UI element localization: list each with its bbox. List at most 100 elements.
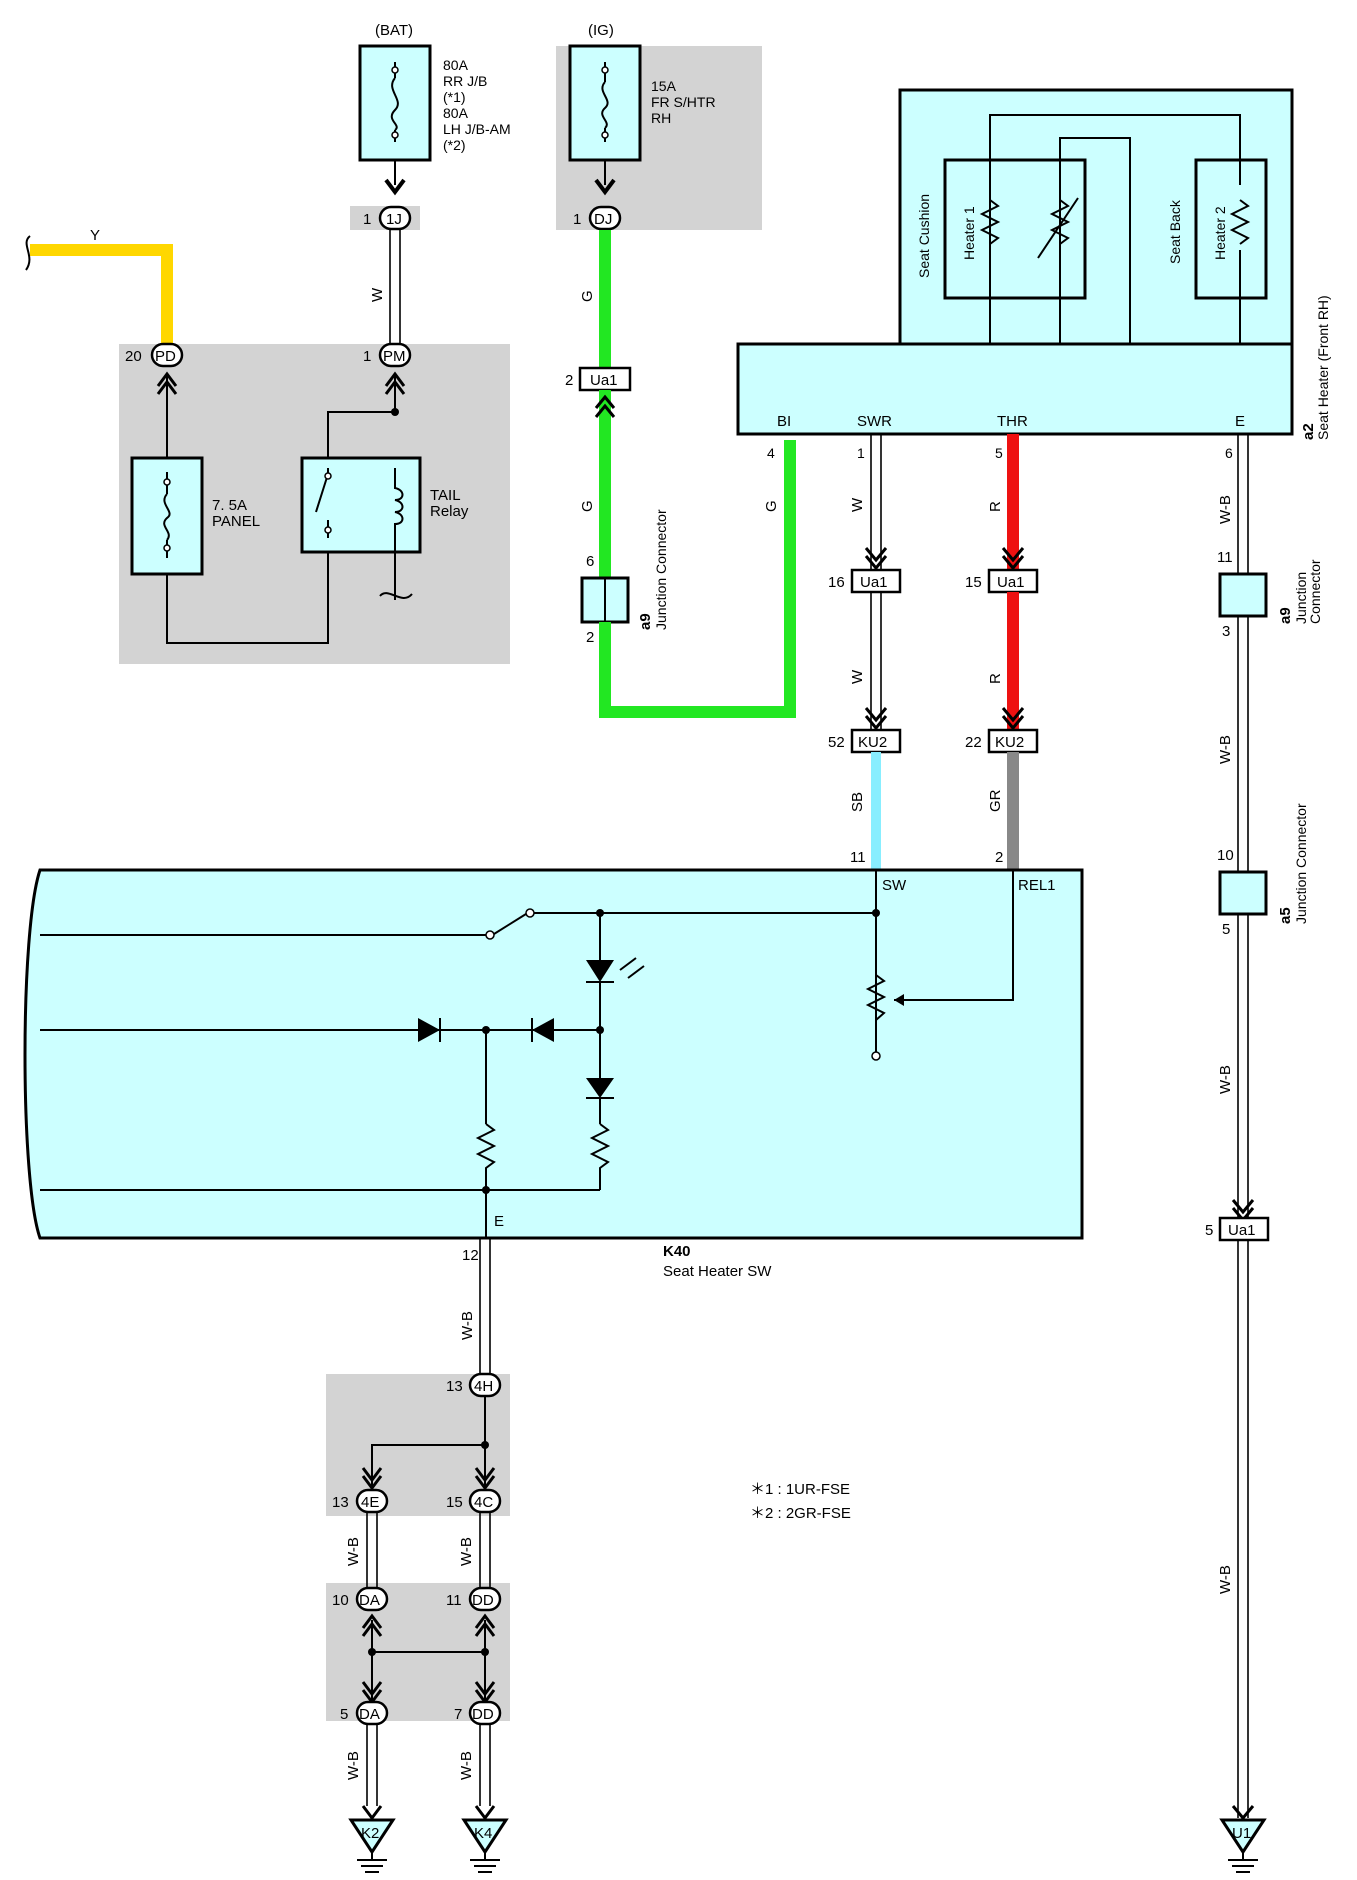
conn-4c (468, 1488, 502, 1514)
seat-pin-term-3: E (1235, 413, 1245, 430)
conn-dd-bot-pin: 7 (454, 1706, 462, 1723)
sw-name: Seat Heater SW (663, 1263, 772, 1280)
sw-pin-e: 12 (462, 1247, 479, 1264)
ground-k4-icon (470, 1852, 500, 1873)
relay-line-1: TAIL (430, 487, 461, 504)
wire-y (30, 244, 173, 344)
conn-ku2-thr-pin: 22 (965, 734, 982, 751)
seat-pin-term-0: BI (777, 413, 791, 430)
conn-4e-pin: 13 (332, 1494, 349, 1511)
conn-pd-name: PD (155, 348, 176, 365)
conn-1j (378, 205, 412, 231)
ig-label: (IG) (588, 22, 614, 39)
wire-g3-label: G (763, 500, 780, 512)
conn-4h-name: 4H (474, 1378, 493, 1395)
wire-gr-label: GR (987, 789, 1004, 812)
sw-pin-2: 2 (995, 849, 1003, 866)
wire-r2-label: R (987, 673, 1004, 684)
sw-resistor-1-icon (475, 1123, 497, 1190)
bat-fuse-line-1: 80A (443, 57, 469, 73)
wire-g1-label: G (579, 290, 596, 302)
conn-ua1-thr-pin: 15 (965, 574, 982, 591)
conn-dd-top-pin: 11 (446, 1592, 462, 1609)
conn-ua1-thr-name: Ua1 (997, 574, 1025, 591)
jc-a9-right-name-2: Connector (1307, 559, 1323, 624)
sw-term-sw: SW (882, 877, 907, 894)
jc-a5-pin-bottom: 5 (1222, 921, 1230, 938)
wire-w-bat-label: W (369, 287, 386, 302)
conn-ua1-swr-pin: 16 (828, 574, 845, 591)
conn-4c-pin: 15 (446, 1494, 463, 1511)
conn-ku2-swr-pin: 52 (828, 734, 845, 751)
wire-w1-label: W (849, 497, 866, 512)
conn-pm-pin: 1 (363, 348, 371, 365)
wire-wb-k40-label: W-B (459, 1311, 476, 1340)
bat-fuse-line-2: RR J/B (443, 73, 487, 89)
wire-wb-right2-label: W-B (1217, 735, 1234, 764)
bat-fuse-line-5: LH J/B-AM (443, 121, 511, 137)
conn-dj (588, 205, 622, 231)
wire-wb-4e-label: W-B (345, 1537, 362, 1566)
conn-4e-name: 4E (361, 1494, 379, 1511)
conn-dj-pin: 1 (573, 211, 581, 228)
ground-k4-triangle (461, 1818, 509, 1855)
heater2-resistor-icon (1229, 199, 1251, 245)
wire-wb-k2-label: W-B (345, 1751, 362, 1780)
heater1-box (943, 158, 1087, 300)
wire-wb-4c-label: W-B (458, 1537, 475, 1566)
jc-a9-left-pin-bottom: 2 (586, 629, 594, 646)
jc-a5-pin-top: 10 (1217, 847, 1234, 864)
heater2-label: Heater 2 (1212, 206, 1228, 260)
heater1-resistor-icon (979, 199, 1001, 245)
conn-da-bot (355, 1700, 389, 1726)
wire-wb-k4-label: W-B (458, 1751, 475, 1780)
conn-1j-pin: 1 (363, 211, 371, 228)
conn-dj-name: DJ (594, 211, 612, 228)
note-1: ＊1 : 1UR-FSE (750, 1481, 850, 1498)
conn-da-top (355, 1586, 389, 1612)
seat-heater-sw-box (23, 868, 1084, 1240)
jc-a9-left-name: Junction Connector (653, 509, 669, 630)
sw-potentiometer-icon (865, 974, 887, 1021)
wire-w2-label: W (849, 669, 866, 684)
bat-fuse-line-6: (*2) (443, 137, 466, 153)
conn-dd-top-name: DD (472, 1592, 494, 1609)
seat-pin-term-1: SWR (857, 413, 892, 430)
conn-dd-bot (468, 1700, 502, 1726)
wire-wb-right4-label: W-B (1217, 1565, 1234, 1594)
wire-r1-label: R (987, 501, 1004, 512)
sw-diode-3-icon (586, 1078, 614, 1098)
conn-ua1-swr (850, 568, 902, 594)
wire-y-label: Y (90, 227, 100, 244)
sw-term-rel1: REL1 (1018, 877, 1056, 894)
junction-connector-a9-right (1218, 572, 1268, 618)
panel-fuse-line-1: 7. 5A (212, 497, 247, 514)
seat-back-label: Seat Back (1167, 199, 1183, 264)
conn-1j-name: 1J (386, 211, 402, 228)
jc-a5-id: a5 (1277, 907, 1294, 924)
conn-ua1-top-name: Ua1 (590, 372, 618, 389)
sw-id: K40 (663, 1243, 691, 1260)
seat-pin-num-2: 5 (995, 445, 1003, 461)
sw-resistor-2-icon (589, 1123, 611, 1190)
ig-fuse-line-1: 15A (651, 78, 677, 94)
jc-a9-left-id: a9 (637, 613, 654, 630)
seat-heater-bottom-box (736, 342, 1294, 436)
jc-a9-right-name-1: Junction (1293, 572, 1309, 624)
wire-wb-right3-label: W-B (1217, 1065, 1234, 1094)
conn-4c-name: 4C (474, 1494, 493, 1511)
ground-u1-triangle (1219, 1818, 1267, 1855)
panel-fuse-line-2: PANEL (212, 513, 260, 530)
note-2: ＊2 : 2GR-FSE (750, 1505, 851, 1522)
wire-wb-right1-label: W-B (1217, 495, 1234, 524)
jc-a9-left-pin-top: 6 (586, 553, 594, 570)
conn-dd-top (468, 1586, 502, 1612)
conn-4e (355, 1488, 389, 1514)
conn-ku2-swr-name: KU2 (858, 734, 887, 751)
ground-k2-label: K2 (361, 1825, 379, 1842)
sw-diode-1-icon (418, 1018, 440, 1042)
ground-u1-icon (1228, 1852, 1258, 1873)
conn-da-bot-name: DA (359, 1706, 380, 1723)
conn-ua1-right-pin: 5 (1205, 1222, 1213, 1239)
